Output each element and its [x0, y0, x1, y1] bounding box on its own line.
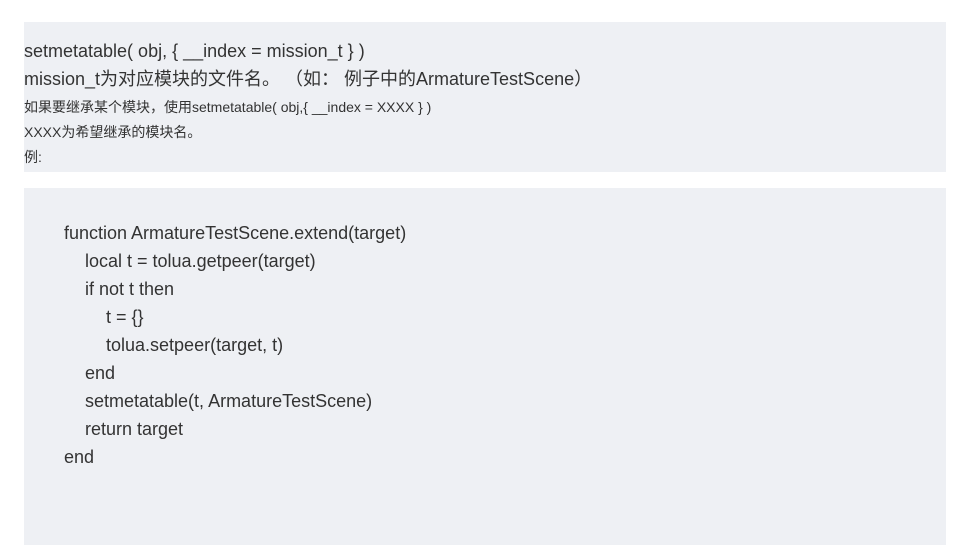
- code-line: local t = tolua.getpeer(target): [85, 251, 316, 271]
- note-line-setmetatable: setmetatable( obj, { __index = mission_t…: [24, 41, 365, 61]
- note-block: setmetatable( obj, { __index = mission_t…: [24, 22, 946, 172]
- code-line: setmetatable(t, ArmatureTestScene): [85, 391, 373, 411]
- code-line: if not t then: [85, 279, 175, 299]
- note-line-xxxx: XXXX为希望继承的模块名。: [24, 124, 202, 140]
- code-line: tolua.setpeer(target, t): [106, 335, 284, 355]
- note-line-inherit: 如果要继承某个模块，使用setmetatable( obj,{ __index …: [24, 99, 432, 115]
- note-line-example: 例:: [24, 149, 42, 165]
- code-block: function ArmatureTestScene.extend(target…: [24, 188, 946, 545]
- code-line: function ArmatureTestScene.extend(target…: [64, 223, 407, 243]
- code-line: return target: [85, 419, 184, 439]
- note-line-mission-t: mission_t为对应模块的文件名。 （如： 例子中的ArmatureTest…: [24, 69, 593, 89]
- next-heading-partial: -- · · · --: [30, 542, 106, 551]
- code-line: end: [64, 447, 95, 467]
- code-line: end: [85, 363, 116, 383]
- code-line: t = {}: [106, 307, 144, 327]
